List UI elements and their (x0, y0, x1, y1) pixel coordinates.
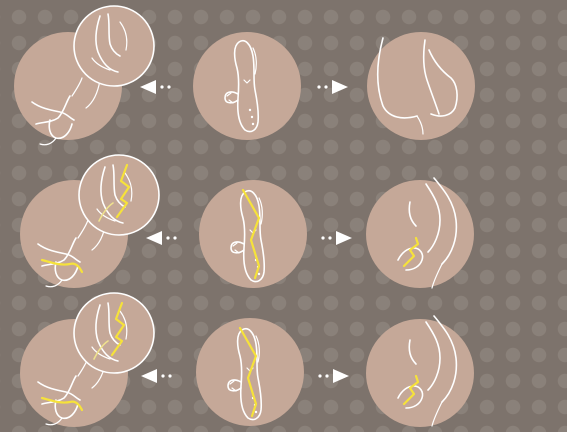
step-panel (193, 32, 301, 140)
instruction-row (20, 155, 474, 288)
inset-detail (74, 293, 154, 373)
step-panel (199, 180, 307, 288)
arrow-right-icon (317, 80, 348, 94)
step-panel (14, 6, 154, 145)
step-panel (367, 32, 475, 140)
step-panel (196, 318, 304, 426)
instruction-row (20, 293, 474, 427)
step-panel (366, 178, 474, 288)
arrow-left-icon (146, 231, 177, 245)
inset-detail (74, 6, 154, 86)
arrow-right-icon (318, 369, 349, 383)
step-panel (20, 293, 154, 427)
arrow-left-icon (141, 369, 172, 383)
step-panel (20, 155, 159, 288)
arrow-right-icon (321, 231, 352, 245)
arrow-left-icon (140, 80, 171, 94)
step-panel (366, 316, 474, 427)
inset-detail (79, 155, 159, 235)
instruction-row (14, 6, 475, 145)
